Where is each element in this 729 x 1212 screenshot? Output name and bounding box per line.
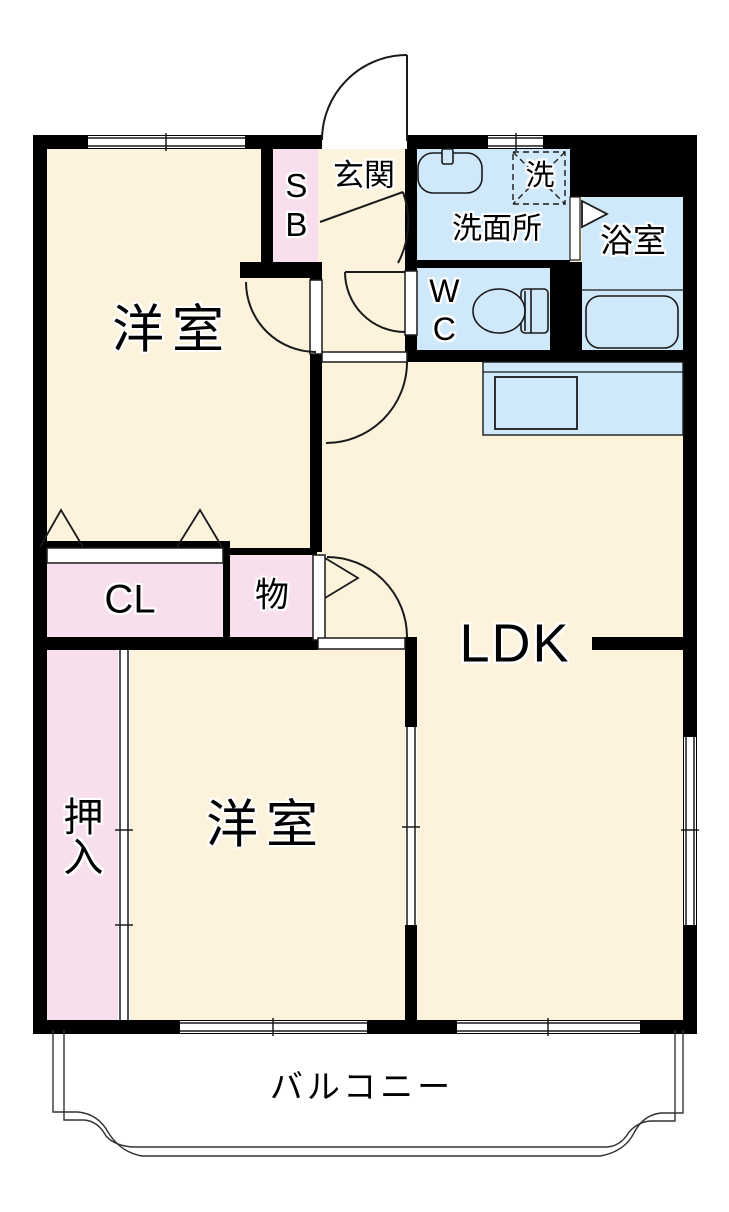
label-futon-closet: 押入 <box>57 796 102 876</box>
bath-door-triangle <box>581 199 609 229</box>
window-washroom-top <box>488 133 543 151</box>
toilet-icon <box>472 288 549 334</box>
storage-area <box>230 555 317 638</box>
window-bedroom2-bottom <box>180 1018 367 1036</box>
storage-door-gap <box>312 554 326 641</box>
hall-ldk-opening <box>321 351 408 363</box>
entrance-door <box>321 54 408 141</box>
wall-shoebox-left <box>261 135 273 262</box>
wall-left <box>33 135 47 1034</box>
label-washroom: 洗面所 <box>452 212 542 246</box>
kitchen-counter-icon <box>482 361 684 436</box>
genkan-step-door <box>319 191 410 264</box>
window-bedroom1-top <box>88 133 245 151</box>
windows <box>88 133 699 1036</box>
wall-block-top-right <box>570 149 697 197</box>
label-entrance: 玄関 <box>333 158 395 194</box>
sliding-door-bedroom2-ldk <box>402 727 420 925</box>
wall-shoebox-bottom <box>240 262 322 278</box>
closet-folding-doors <box>39 508 224 564</box>
wall-under-closets <box>33 637 318 650</box>
label-balcony: バルコニー <box>269 1068 455 1106</box>
bath-door-gap <box>569 196 581 261</box>
bedroom1-door <box>245 281 317 353</box>
storage-door <box>324 556 408 638</box>
label-bathroom: 浴室 <box>600 222 666 260</box>
label-ldk: LDK <box>459 613 571 674</box>
sliding-door-futon-closet <box>115 650 133 1020</box>
wall-closet-storage-divider <box>223 541 230 650</box>
bedroom2-top-opening <box>317 637 406 650</box>
balcony-railing <box>52 1030 684 1157</box>
bathroom-area <box>582 197 683 350</box>
door-symbols <box>39 54 609 638</box>
window-ldk-bottom <box>457 1018 640 1036</box>
wall-closet-top <box>33 541 223 548</box>
wall-wc-bath-block <box>550 262 582 362</box>
label-toilet: WC <box>426 273 463 349</box>
entrance-doorway-gap <box>322 135 407 149</box>
futon-closet-area <box>47 650 118 1020</box>
washing-machine-icon <box>512 151 566 205</box>
label-bedroom-top: 洋室 <box>111 301 233 360</box>
label-storage: 物 <box>255 576 289 615</box>
wall-kitchen-top <box>405 350 683 362</box>
balcony-outline-outer <box>52 1030 684 1157</box>
openings <box>309 135 581 650</box>
fixtures <box>417 148 684 436</box>
wc-door <box>344 271 406 333</box>
hall-ldk-door <box>325 361 408 444</box>
wall-ldk-stub <box>592 637 683 650</box>
wc-door-gap <box>404 270 418 336</box>
shoe-box-area <box>273 149 318 262</box>
washbasin-icon <box>417 148 483 194</box>
wall-storage-top <box>230 548 317 555</box>
label-laundry: 洗 <box>525 160 555 193</box>
label-shoe-box: SB <box>277 167 315 245</box>
label-bedroom-bottom: 洋室 <box>205 796 327 855</box>
bedroom1-door-gap <box>309 279 323 355</box>
label-closet: CL <box>104 577 156 622</box>
window-ldk-right <box>681 737 699 925</box>
balcony-outline-inner <box>63 1030 676 1148</box>
bathtub-icon <box>582 289 683 349</box>
wall-washroom-wc-divider <box>417 260 570 268</box>
